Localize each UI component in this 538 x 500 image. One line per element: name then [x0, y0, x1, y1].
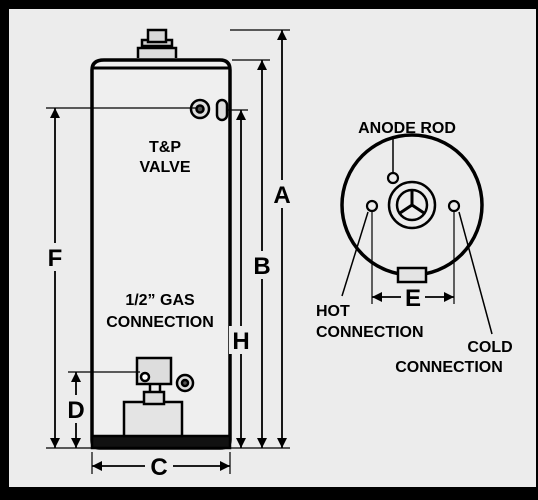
gas-fitting-center: [180, 378, 190, 388]
tp-valve-center: [195, 104, 205, 114]
hot-connection-label-line1: HOT: [316, 303, 350, 320]
cold-connection-label-line1: COLD: [467, 339, 512, 356]
dim-a-arrow-top: [277, 30, 287, 40]
dim-c-arrow-left: [92, 461, 102, 471]
flue-vent: [146, 28, 168, 44]
dim-e-arrows: [372, 292, 454, 302]
gas-valve-knob: [139, 371, 151, 383]
dim-label-f: F: [48, 245, 63, 272]
side-fitting: [215, 98, 229, 122]
top-view-flue-inner: [395, 188, 429, 222]
gas-regulator: [142, 390, 166, 406]
hot-connection-fitting: [365, 199, 379, 213]
dim-b-arrow-top: [257, 60, 267, 70]
top-view-gas-stub: [396, 266, 428, 284]
dim-d-arrow-bottom: [71, 438, 81, 448]
dim-label-h: H: [232, 328, 249, 355]
tank-base: [90, 434, 232, 450]
tp-valve-label-line2: VALVE: [140, 159, 191, 176]
dim-h-arrow-top: [236, 110, 246, 120]
dim-label-c: C: [150, 454, 167, 481]
dim-e-arrow-left: [372, 292, 382, 302]
dim-label-a: A: [273, 182, 290, 209]
top-view-flue-outer: [387, 180, 437, 230]
dim-h-arrow-bottom: [236, 438, 246, 448]
flue-collar: [136, 46, 178, 58]
hot-connection-label-line2: CONNECTION: [316, 324, 424, 341]
burner-access-door: [122, 400, 184, 438]
dim-label-d: D: [67, 397, 84, 424]
dimension-label-backgrounds: [43, 180, 294, 479]
cold-connection-label-line2: CONNECTION: [395, 359, 503, 376]
dim-label-e: E: [405, 285, 421, 312]
dim-d-arrow-top: [71, 372, 81, 382]
dimension-arrows: [50, 30, 287, 471]
dim-c-arrow-right: [220, 461, 230, 471]
flue-baffle-3: [411, 203, 425, 215]
tank-top-view: [340, 133, 493, 335]
gas-connection-label-line2: CONNECTION: [106, 314, 214, 331]
flue-baffle-2: [399, 203, 413, 215]
anode-rod-label: ANODE ROD: [358, 120, 456, 137]
cold-leader: [458, 211, 493, 335]
gas-control-valve: [135, 356, 173, 386]
dim-e-label-bg: [401, 285, 425, 309]
dim-a-arrow-bottom: [277, 438, 287, 448]
dim-b-arrow-bottom: [257, 438, 267, 448]
dim-f-arrow-bottom: [50, 438, 60, 448]
dim-f-arrow-top: [50, 108, 60, 118]
dim-e-arrow-right: [444, 292, 454, 302]
dim-label-b: B: [253, 253, 270, 280]
cold-connection-fitting: [447, 199, 461, 213]
tp-valve-label-line1: T&P: [149, 139, 181, 156]
gas-connection-label-line1: 1/2” GAS: [125, 292, 195, 309]
tank-side-view: [90, 28, 232, 450]
hot-leader: [341, 211, 369, 297]
